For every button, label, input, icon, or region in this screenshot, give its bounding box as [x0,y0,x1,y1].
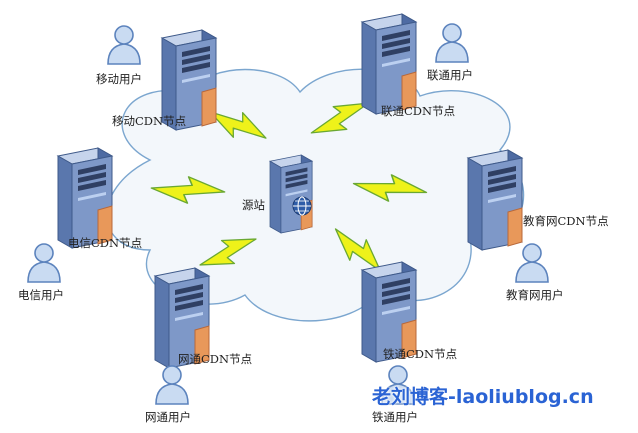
origin-label: 源站 [242,198,265,212]
user-icon [435,23,469,63]
cdn-node-label-railcom: 铁通CDN节点 [383,347,458,361]
user-label-telecom: 电信用户 [18,288,64,302]
user-label-unicom: 联通用户 [427,68,473,82]
user-icon [107,25,141,65]
cdn-node-label-telecom: 电信CDN节点 [68,236,143,250]
cdn-node-label-mobile: 移动CDN节点 [112,114,187,128]
watermark: 老刘博客-laoliublog.cn [372,386,594,408]
server-icon [57,147,113,249]
cdn-node-label-cnc: 网通CDN节点 [178,352,253,366]
user-icon [27,243,61,283]
server-icon [467,149,523,251]
server-icon [269,154,313,234]
user-label-railcom: 铁通用户 [372,410,418,424]
user-label-cnc: 网通用户 [145,410,191,424]
cdn-node-label-edu: 教育网CDN节点 [523,214,609,228]
server-icon [361,13,417,115]
user-icon [155,365,189,405]
user-label-edu: 教育网用户 [506,288,564,302]
user-icon [515,243,549,283]
globe-icon [292,196,312,216]
user-label-mobile: 移动用户 [96,72,142,86]
cdn-node-label-unicom: 联通CDN节点 [381,104,456,118]
